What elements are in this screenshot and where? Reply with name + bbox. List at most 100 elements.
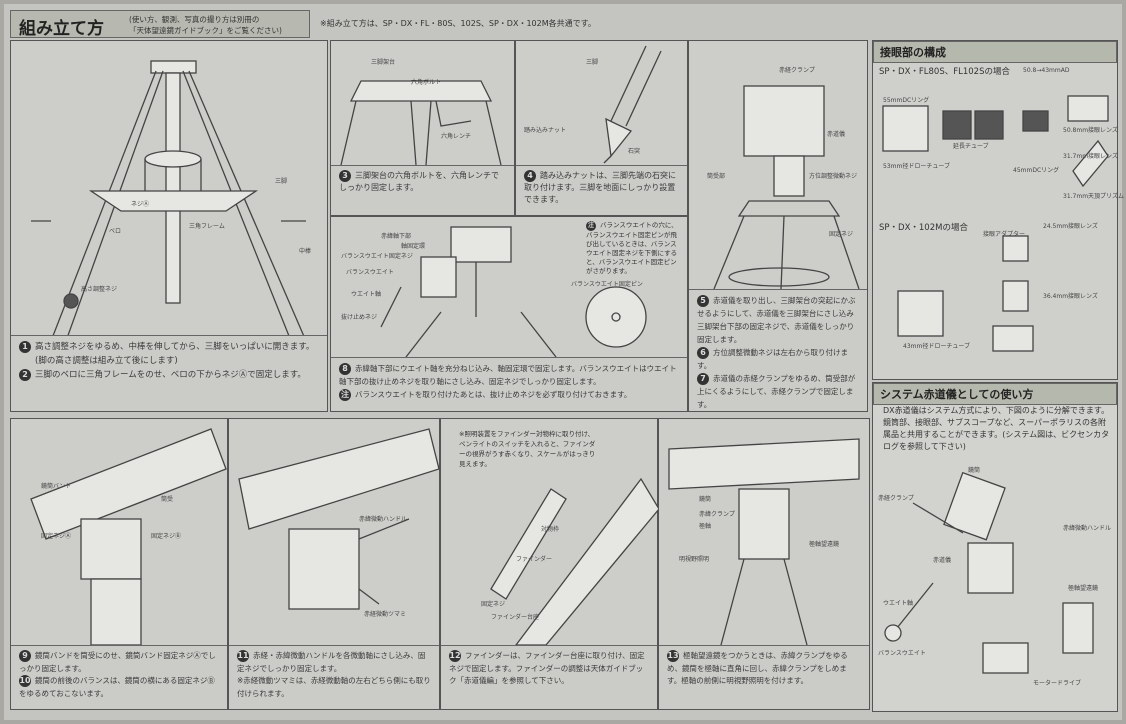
label-ep245: 24.5mm接眼レンズ — [1043, 223, 1098, 230]
label-screw-b: 固定ネジⒷ — [151, 533, 182, 540]
label-tube-band: 鏡筒バンド — [41, 483, 72, 490]
sys-label-tube: 鏡筒 — [968, 467, 981, 474]
sys-label-polar: 極軸望遠鏡 — [1068, 585, 1099, 592]
step-number-badge: 12 — [449, 650, 461, 662]
panel-eyepiece: 接眼部の構成 SP・DX・FL80S、FL102Sの場合 SP・DX・102Mの… — [872, 40, 1124, 380]
system-title: システム赤道儀としての使い方 — [873, 383, 1117, 405]
label-screw-a: ネジⒶ — [131, 201, 150, 208]
label-hex-wrench: 六角レンチ — [441, 133, 472, 140]
step-number-badge: 7 — [697, 373, 709, 385]
label-center-pole: 中棒 — [299, 248, 312, 255]
label-tip: 石突 — [628, 148, 641, 155]
label-mount: 赤道儀 — [827, 131, 846, 138]
label-ep508: 50.8mm接眼レンズ — [1063, 127, 1118, 134]
step-number-badge: 9 — [19, 650, 31, 662]
label-tongue: ベロ — [109, 228, 122, 235]
label-ra-clamp: 赤経クランプ — [779, 67, 815, 74]
label-dec-bottom: 赤緯軸下部 — [381, 233, 412, 240]
label-finder-base: ファインダー台座 — [491, 614, 540, 621]
sys-label-motor: モータードライブ — [1033, 680, 1082, 687]
label-azimuth: 方位調整微動ネジ — [809, 173, 858, 180]
instruction-sheet: 組み立て方 (使い方、観測、写真の撮り方は別冊の 「天体望遠鏡ガイドブック」をご… — [4, 4, 1124, 720]
step-1-note: (脚の高さ調整は組み立て後にします) — [35, 356, 178, 366]
label-dc55: 55mmDCリング — [883, 97, 930, 104]
label-ad: 50.8→43mmAD — [1023, 67, 1070, 74]
step-number-badge: 1 — [19, 341, 31, 353]
label-tripod: 三脚 — [275, 178, 288, 185]
sys-label-shaft: ウエイト軸 — [883, 600, 914, 607]
sys-label-weight: バランスウエイト — [878, 650, 926, 657]
step-number-badge: 注 — [586, 221, 596, 231]
panel-step-8: 赤緯軸下部 軸固定環 バランスウエイト固定ネジ バランスウエイト ウエイト軸 抜… — [330, 216, 688, 412]
case-2: SP・DX・102Mの場合 — [879, 223, 968, 233]
label-finder: ファインダー — [516, 556, 553, 563]
subtitle-2: 「天体望遠鏡ガイドブック」をご覧ください) — [129, 26, 282, 35]
label-adapter: 接眼アダプター — [983, 231, 1026, 238]
step-number-badge: 6 — [697, 347, 709, 359]
label-ra-knob: 赤経微動ツマミ — [364, 611, 407, 618]
step-number-badge: 注 — [339, 389, 351, 401]
label-foot-nut: 踏み込みナット — [524, 127, 567, 134]
step-11-note: ※赤経微動ツマミは、赤経微動軸の左右どちら側にも取り付けられます。 — [237, 676, 431, 698]
label-draw53: 53mm径ドローチューブ — [883, 163, 950, 170]
label-weight-shaft: ウエイト軸 — [351, 291, 382, 298]
step-number-badge: 8 — [339, 363, 351, 375]
label-hex-bolt: 六角ボルト — [411, 79, 442, 86]
system-text: DX赤道儀はシステム方式により、下図のように分解できます。鏡筒部、接眼部、サブス… — [883, 406, 1110, 451]
label-illuminator: 明視野照明 — [679, 556, 710, 563]
step-number-badge: 3 — [339, 170, 351, 182]
label-polar-axis: 極軸 — [699, 523, 712, 530]
label-stopper-screw: 抜け止めネジ — [341, 314, 378, 321]
case-1: SP・DX・FL80S、FL102Sの場合 — [879, 67, 1010, 77]
label-finder-screw: 固定ネジ — [481, 601, 506, 608]
tripod-illustration — [31, 60, 307, 341]
page-title: 組み立て方 — [19, 19, 104, 39]
label-draw43: 43mm径ドローチューブ — [903, 343, 970, 350]
panel-step-12: ※照明装置をファインダー対物枠に取り付け、ペンライトのスイッチを入れると、ファイ… — [440, 418, 659, 710]
step-number-badge: 4 — [524, 170, 536, 182]
step-number-badge: 2 — [19, 369, 31, 381]
label-lock-ring: 軸固定環 — [401, 243, 426, 250]
label-tube-13: 鏡筒 — [699, 496, 712, 503]
label-leg: 三脚 — [586, 59, 599, 66]
label-ep317: 31.7mm接眼レンズ — [1063, 153, 1118, 160]
label-screw-a-9: 固定ネジⒶ — [41, 533, 72, 540]
label-cradle-9: 筒受 — [161, 496, 174, 503]
label-tripod-head: 三脚架台 — [371, 59, 396, 66]
caution: 注バランスウエイトを取り付けたあとは、抜け止めネジを必ず取り付けておきます。 — [339, 389, 632, 401]
label-weight-screw: バランスウエイト固定ネジ — [341, 253, 413, 260]
eyepiece-title: 接眼部の構成 — [873, 41, 1117, 63]
label-dec-handle: 赤緯微動ハンドル — [359, 516, 408, 523]
label-weight-pin: バランスウエイト固定ピン — [571, 281, 643, 288]
step-number-badge: 5 — [697, 295, 709, 307]
label-extension: 延長チューブ — [953, 143, 989, 150]
label-weight: バランスウエイト — [346, 269, 394, 276]
label-cradle: 筒受部 — [707, 173, 726, 180]
step-number-badge: 13 — [667, 650, 679, 662]
sys-label-clamp: 赤経クランプ — [878, 495, 914, 502]
label-height-screw: 高さ調整ネジ — [81, 286, 118, 293]
common-note: ※組み立て方は、SP・DX・FL・80S、102S、SP・DX・102M各共通で… — [320, 19, 596, 28]
sys-label-dec-handle: 赤緯微動ハンドル — [1063, 525, 1112, 532]
step-number-badge: 11 — [237, 650, 249, 662]
label-triangle-frame: 三角フレーム — [189, 223, 225, 230]
step-number-badge: 10 — [19, 675, 31, 687]
label-fix-screw: 固定ネジ — [829, 231, 854, 238]
label-ep364: 36.4mm接眼レンズ — [1043, 293, 1098, 300]
